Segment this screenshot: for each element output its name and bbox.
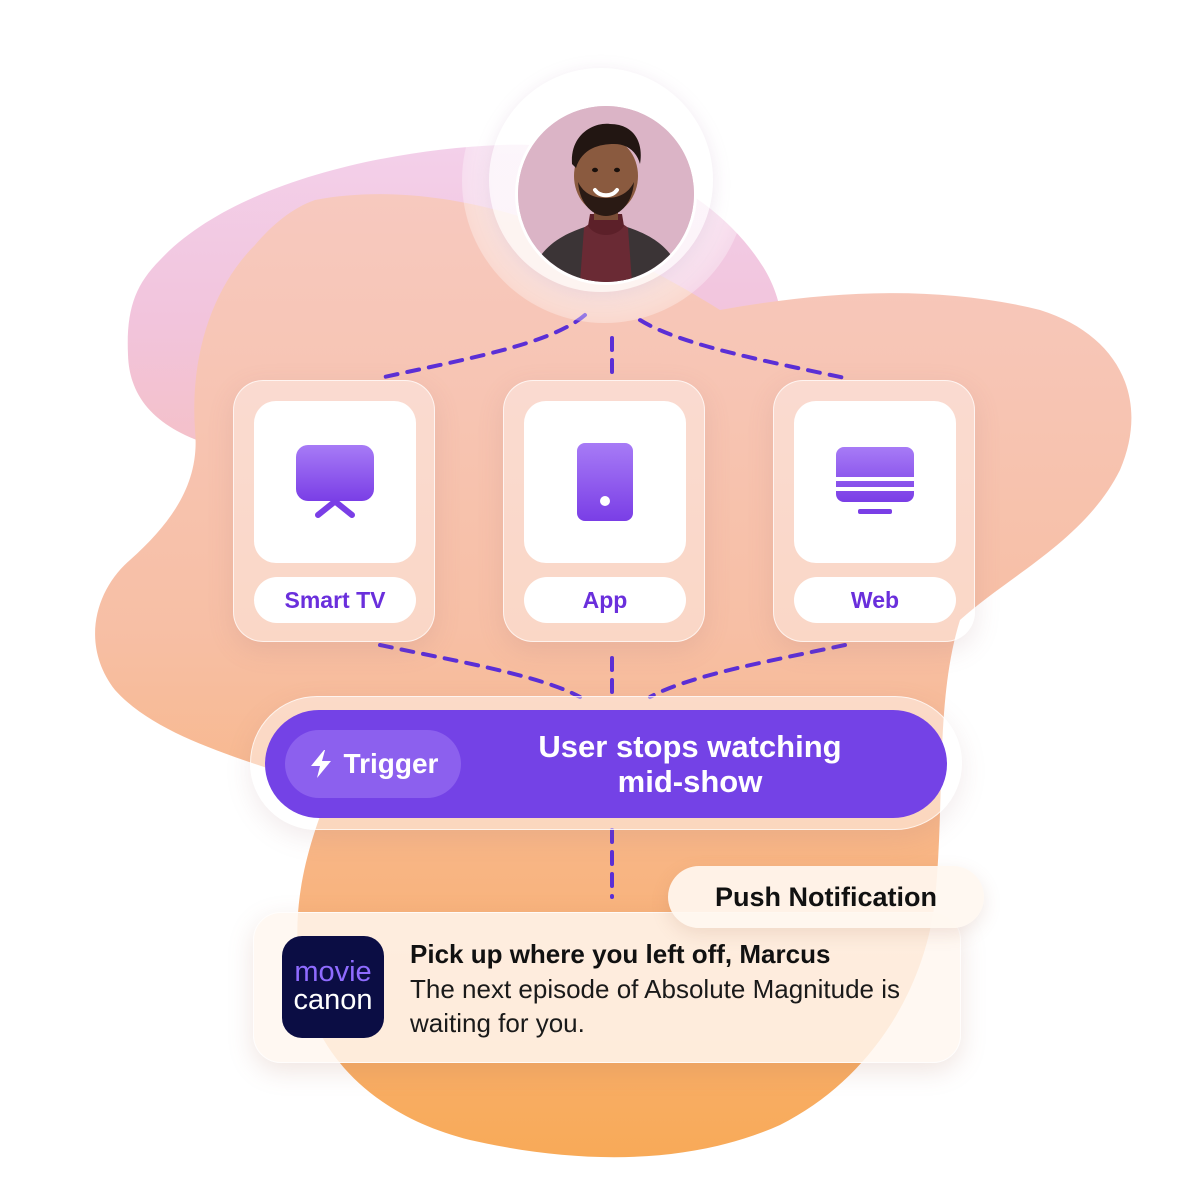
avatar xyxy=(515,103,697,285)
channel-label-web: Web xyxy=(794,577,956,623)
push-notification-tag: Push Notification xyxy=(668,866,984,928)
app-logo-line-1: movie xyxy=(294,956,372,988)
trigger-description: User stops watching mid-show xyxy=(470,729,910,799)
user-portrait-icon xyxy=(518,106,694,282)
notification-body: The next episode of Absolute Magnitude i… xyxy=(410,974,900,1038)
channel-card-web[interactable]: Web xyxy=(773,380,975,642)
connector-avatar-smart-tv xyxy=(378,313,587,380)
channel-label-app: App xyxy=(524,577,686,623)
connector-smart-tv-trigger xyxy=(378,643,582,699)
channel-card-app[interactable]: App xyxy=(503,380,705,642)
monitor-icon xyxy=(836,447,914,514)
smart-tv-icon xyxy=(296,445,374,518)
app-logo-line-2: canon xyxy=(293,984,373,1016)
channel-label-smart-tv: Smart TV xyxy=(254,577,416,623)
movie-canon-app-icon: movie canon xyxy=(282,936,384,1038)
trigger-pill[interactable]: Trigger xyxy=(285,730,461,798)
phone-icon xyxy=(577,443,633,521)
connector-avatar-web xyxy=(638,318,847,380)
channel-tile-smart-tv xyxy=(254,401,416,563)
channel-tile-web xyxy=(794,401,956,563)
trigger-line-2: mid-show xyxy=(617,764,763,799)
trigger-pill-label: Trigger xyxy=(343,748,439,779)
connector-web-trigger xyxy=(648,643,847,699)
notification-title: Pick up where you left off, Marcus xyxy=(410,939,831,969)
trigger-line-1: User stops watching xyxy=(538,729,842,764)
channel-tile-app xyxy=(524,401,686,563)
channel-card-smart-tv[interactable]: Smart TV xyxy=(233,380,435,642)
lightning-bolt-icon xyxy=(310,750,331,778)
